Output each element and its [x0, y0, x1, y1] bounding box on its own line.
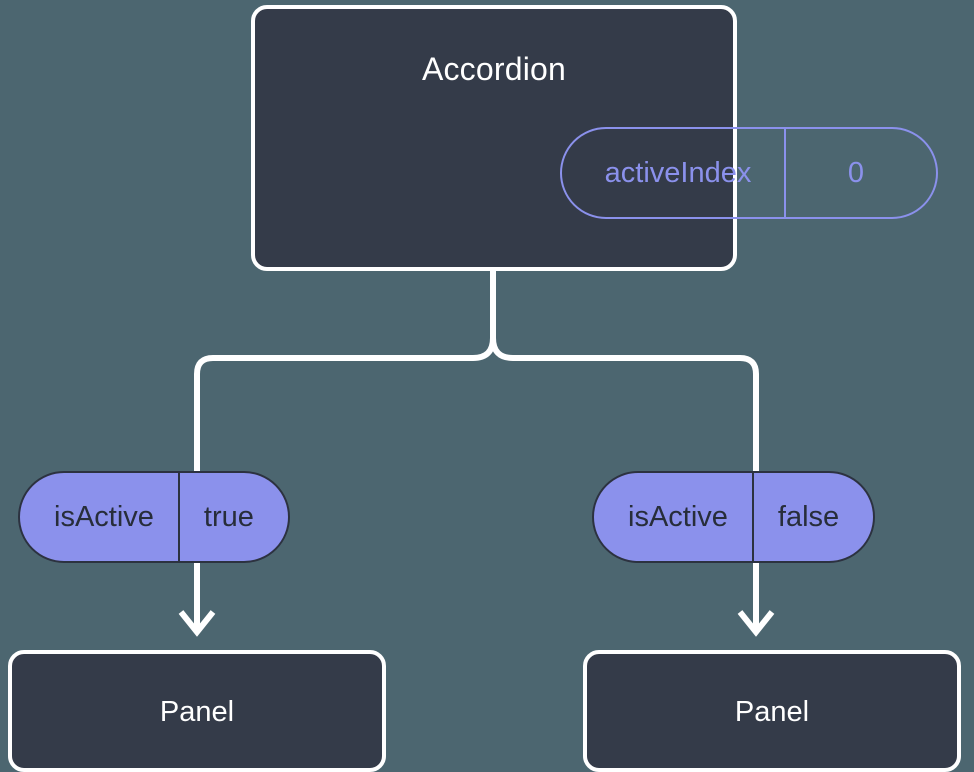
component-label: Panel	[734, 696, 810, 728]
prop-divider	[784, 129, 786, 217]
prop-badge-active-index[interactable]: activeIndex 0	[560, 127, 938, 219]
prop-key: isActive	[628, 500, 728, 533]
arrowhead-right-icon	[737, 610, 775, 637]
prop-value: false	[777, 500, 840, 533]
component-card-accordion[interactable]: Accordion activeIndex 0	[251, 5, 938, 271]
prop-value: true	[203, 500, 254, 533]
connector-root-fork-right	[490, 337, 759, 471]
prop-badge-is-active-true[interactable]: isActive true	[18, 471, 290, 563]
component-card-panel-left[interactable]: Panel	[8, 650, 386, 772]
prop-key: isActive	[54, 500, 154, 533]
arrowhead-left-icon	[178, 610, 216, 637]
prop-badge-is-active-false[interactable]: isActive false	[592, 471, 876, 563]
component-label: Panel	[159, 696, 235, 728]
component-card-panel-right[interactable]: Panel	[583, 650, 961, 772]
prop-divider	[751, 473, 754, 561]
prop-key: activeIndex	[604, 156, 752, 189]
prop-divider	[177, 473, 180, 561]
connector-root-stem	[194, 271, 496, 471]
page-title: Accordion	[421, 51, 567, 87]
prop-value: 0	[847, 156, 865, 189]
